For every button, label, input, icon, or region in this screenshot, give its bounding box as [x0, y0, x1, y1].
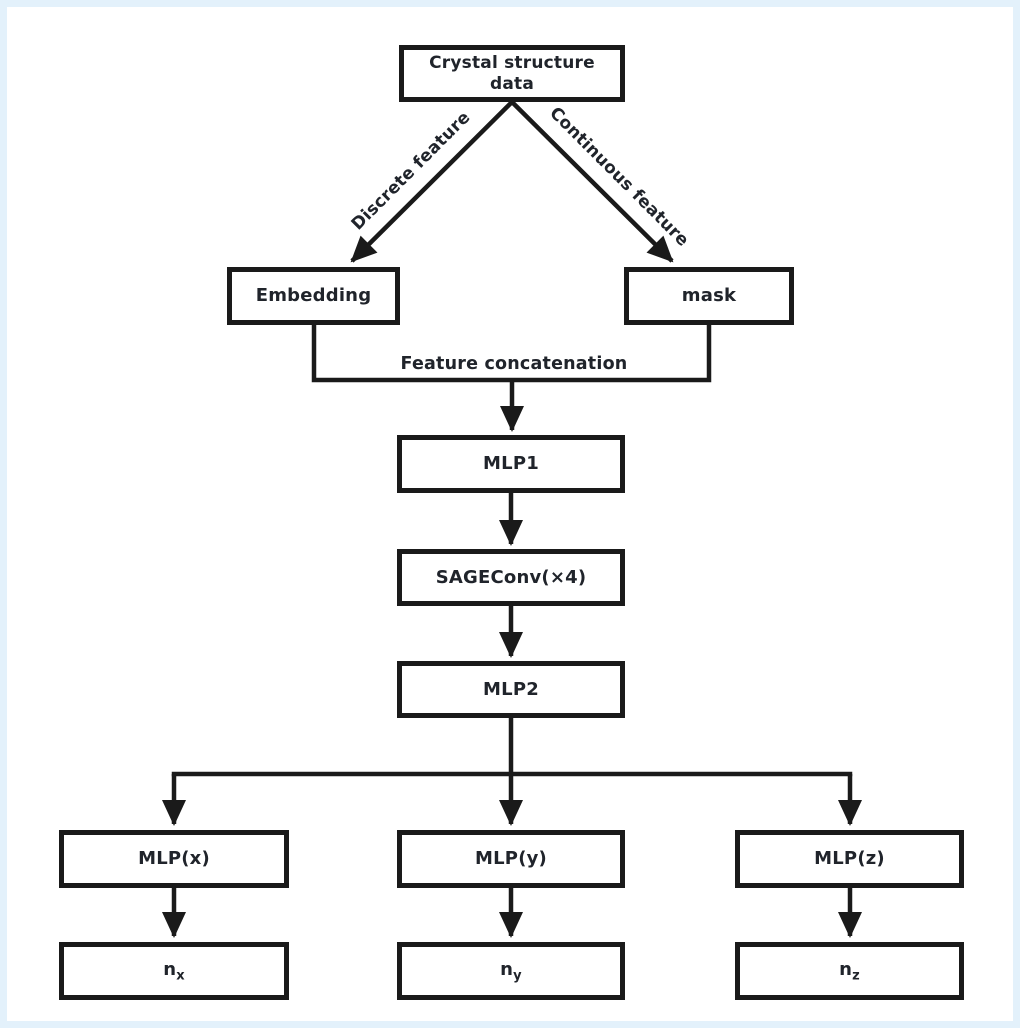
edge-label-discrete-feature: Discrete feature — [347, 107, 475, 235]
node-sageconv: SAGEConv(×4) — [397, 549, 625, 606]
n-y-subscript: y — [513, 968, 522, 984]
node-mlp1-label: MLP1 — [483, 453, 539, 475]
edge-crystal-to-embedding — [350, 100, 514, 263]
node-mlp2-label: MLP2 — [483, 678, 539, 700]
node-mlp-x: MLP(x) — [59, 830, 289, 888]
node-mask-label: mask — [681, 285, 737, 307]
node-mlp2: MLP2 — [397, 661, 625, 718]
node-mlp-y: MLP(y) — [397, 830, 625, 888]
node-n-z: nz — [735, 942, 964, 1000]
node-embedding: Embedding — [227, 267, 400, 325]
n-z-symbol: n — [839, 958, 853, 980]
node-n-x: nx — [59, 942, 289, 1000]
edge-label-feature-concatenation: Feature concatenation — [400, 354, 628, 374]
edge-crystal-to-mask — [510, 100, 674, 263]
n-y-symbol: n — [500, 958, 514, 980]
n-x-subscript: x — [176, 968, 185, 984]
node-mlp-z-label: MLP(z) — [814, 848, 885, 870]
edge-label-continuous-feature: Continuous feature — [545, 103, 693, 251]
node-mlp-z: MLP(z) — [735, 830, 964, 888]
n-z-subscript: z — [852, 968, 860, 984]
node-n-z-label: nz — [839, 959, 860, 984]
node-mlp-y-label: MLP(y) — [475, 848, 547, 870]
node-mlp1: MLP1 — [397, 435, 625, 493]
node-n-y: ny — [397, 942, 625, 1000]
node-mlp-x-label: MLP(x) — [138, 848, 210, 870]
node-n-x-label: nx — [163, 959, 185, 984]
node-sageconv-label: SAGEConv(×4) — [435, 566, 587, 588]
node-embedding-label: Embedding — [255, 285, 372, 307]
node-mask: mask — [624, 267, 794, 325]
node-crystal-structure-data: Crystal structure data — [399, 45, 625, 102]
node-n-y-label: ny — [500, 959, 522, 984]
node-crystal-structure-data-label: Crystal structure data — [429, 53, 595, 94]
n-x-symbol: n — [163, 958, 177, 980]
